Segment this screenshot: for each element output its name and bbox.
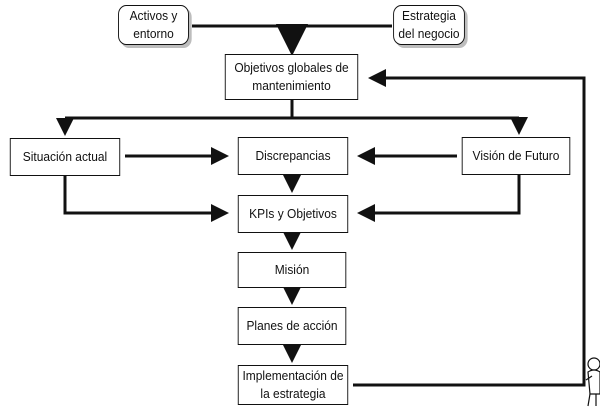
node-label: Visión de Futuro	[472, 148, 560, 164]
node-label: KPIs y Objetivos	[249, 206, 337, 222]
node-situacion-actual: Situación actual	[9, 138, 121, 176]
node-planes-de-accion: Planes de acción	[237, 307, 347, 345]
person-figure-icon	[585, 357, 600, 407]
node-label: Objetivos globales de mantenimiento	[234, 60, 349, 93]
connector-feedback-loop	[353, 69, 586, 387]
node-kpis-y-objetivos: KPIs y Objetivos	[237, 195, 349, 233]
node-objetivos-globales: Objetivos globales de mantenimiento	[224, 54, 359, 100]
node-activos-y-entorno: Activos y entorno	[118, 5, 189, 45]
node-vision-de-futuro: Visión de Futuro	[461, 137, 571, 175]
node-label: Situación actual	[22, 149, 108, 165]
node-label: Planes de acción	[246, 318, 338, 334]
node-estrategia-del-negocio: Estrategia del negocio	[393, 5, 465, 45]
node-label: Discrepancias	[255, 148, 331, 164]
connector-vision-to-kpis	[357, 175, 521, 222]
node-label: Activos y entorno	[129, 8, 178, 41]
node-mision: Misión	[237, 252, 347, 288]
node-label: Estrategia del negocio	[398, 8, 460, 41]
node-implementacion-estrategia: Implementación de la estrategia	[237, 365, 349, 405]
node-discrepancias: Discrepancias	[237, 137, 349, 175]
node-label: Misión	[274, 262, 310, 278]
connector-situacion-to-kpis	[63, 176, 229, 222]
node-label: Implementación de la estrategia	[242, 368, 344, 401]
